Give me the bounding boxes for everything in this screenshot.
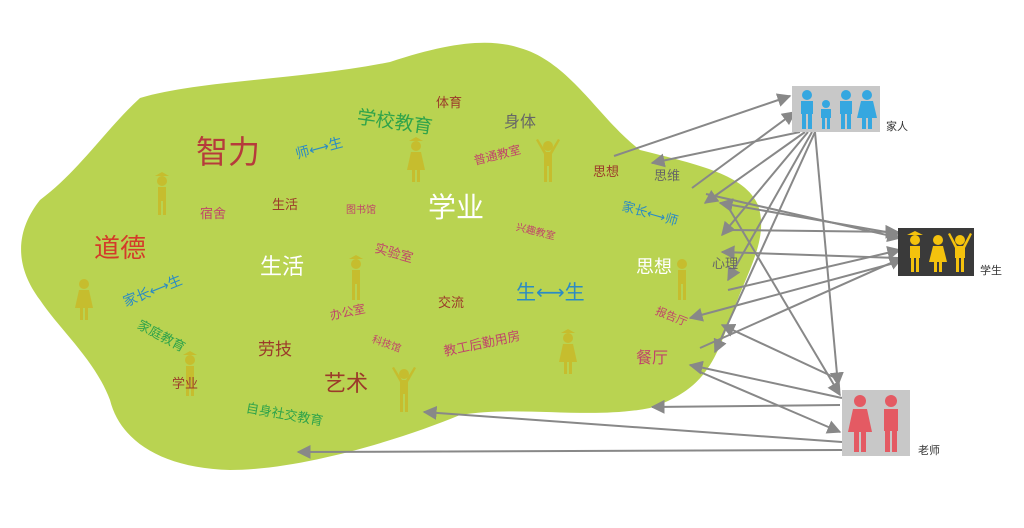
figure-student-2: [407, 137, 425, 182]
word-jiaoliu: 交流: [438, 296, 465, 311]
word-tushuguan: 图书馆: [346, 205, 376, 216]
word-sixiang-1: 思想: [593, 165, 620, 180]
arrow: [688, 261, 899, 322]
arrow: [720, 323, 841, 381]
arrow: [729, 209, 841, 397]
word-xinli: 心理: [712, 257, 739, 272]
figure-student-7: [559, 329, 577, 374]
figure-student-8: [183, 351, 197, 396]
word-yishu: 艺术: [324, 372, 369, 397]
student-box: [898, 228, 974, 276]
arrow: [729, 224, 900, 239]
word-shenghuo-small: 生活: [272, 198, 299, 213]
figure-student-9: [392, 367, 416, 412]
figure-student-3: [536, 139, 560, 182]
student-label: 学生: [980, 264, 1002, 277]
student-icon: [907, 231, 972, 272]
word-sheng-sheng: 生⟷生: [516, 280, 585, 304]
arrow: [727, 131, 813, 282]
word-shenti: 身体: [504, 112, 537, 131]
teacher-label: 老师: [918, 444, 940, 457]
word-siwei: 思维: [654, 169, 681, 184]
family-label: 家人: [886, 120, 908, 133]
arrow: [688, 360, 843, 399]
figure-group: [75, 137, 687, 412]
word-laoji: 劳技: [258, 340, 292, 360]
arrow: [422, 405, 843, 443]
campus-blob: [21, 42, 762, 470]
word-sushe: 宿舍: [200, 207, 227, 222]
word-zhili: 智力: [196, 133, 261, 171]
arrow: [727, 246, 902, 291]
arrow: [713, 131, 816, 354]
figure-student-5: [349, 255, 363, 300]
word-shenghuo-big: 生活: [260, 255, 305, 280]
arrow-group: [296, 93, 904, 459]
arrow: [721, 131, 809, 237]
arrow: [691, 111, 797, 189]
arrow: [718, 198, 899, 235]
figure-student-6: [677, 259, 687, 300]
teacher-icon: [848, 395, 898, 452]
word-sixiang-2: 思想: [636, 257, 672, 278]
teacher-box: [842, 390, 910, 456]
arrow: [650, 131, 801, 168]
word-canting: 餐厅: [636, 348, 669, 367]
arrow: [650, 399, 841, 414]
arrow: [703, 131, 806, 204]
word-tiyu: 体育: [436, 96, 463, 111]
figure-student-4: [75, 279, 93, 320]
family-icon: [801, 90, 877, 129]
arrow: [699, 371, 842, 434]
word-daode: 道德: [94, 234, 147, 264]
word-xueye: 学业: [428, 191, 485, 224]
arrow: [613, 93, 792, 157]
arrow: [296, 444, 843, 459]
word-xueye-small: 学业: [172, 377, 199, 392]
arrow: [814, 131, 844, 387]
figure-student-1: [155, 172, 169, 215]
family-box: [792, 86, 880, 132]
